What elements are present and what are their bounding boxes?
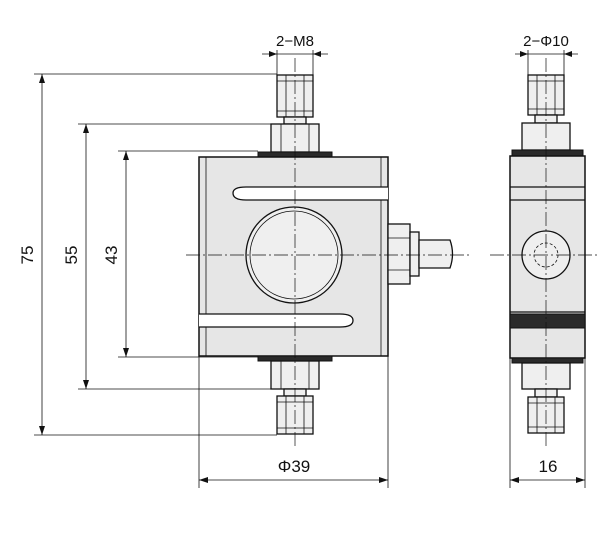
- cable-gland: [387, 223, 454, 285]
- side-view: [490, 58, 598, 448]
- dim-thread-side: 2−Φ10: [515, 33, 578, 75]
- upper-slot: [232, 186, 388, 201]
- gland-nut: [387, 223, 411, 285]
- dim-width-side: 16: [509, 358, 586, 488]
- dim-label-43: 43: [102, 246, 121, 265]
- dim-label-thread-front: 2−M8: [276, 33, 314, 50]
- side-lower-band: [509, 313, 586, 329]
- dimension-lines: 2−M8 2−Φ10 75 55: [18, 33, 586, 488]
- gland-body: [409, 231, 420, 277]
- dim-label-width-front: Φ39: [278, 457, 310, 476]
- cable: [418, 239, 454, 269]
- side-bottom-washer: [511, 357, 584, 364]
- dim-thread-front: 2−M8: [262, 33, 328, 75]
- dim-label-width-side: 16: [539, 457, 558, 476]
- s-body: [198, 156, 389, 357]
- dim-height-43: 43: [102, 150, 258, 358]
- dim-label-55: 55: [62, 246, 81, 265]
- front-view: [186, 58, 470, 448]
- lower-slot: [199, 313, 354, 328]
- side-top-washer: [511, 149, 584, 157]
- dim-height-55: 55: [62, 123, 271, 390]
- dim-height-75: 75: [18, 73, 277, 436]
- dim-label-75: 75: [18, 246, 37, 265]
- dim-width-front: Φ39: [198, 356, 389, 488]
- dim-label-thread-side: 2−Φ10: [523, 33, 569, 50]
